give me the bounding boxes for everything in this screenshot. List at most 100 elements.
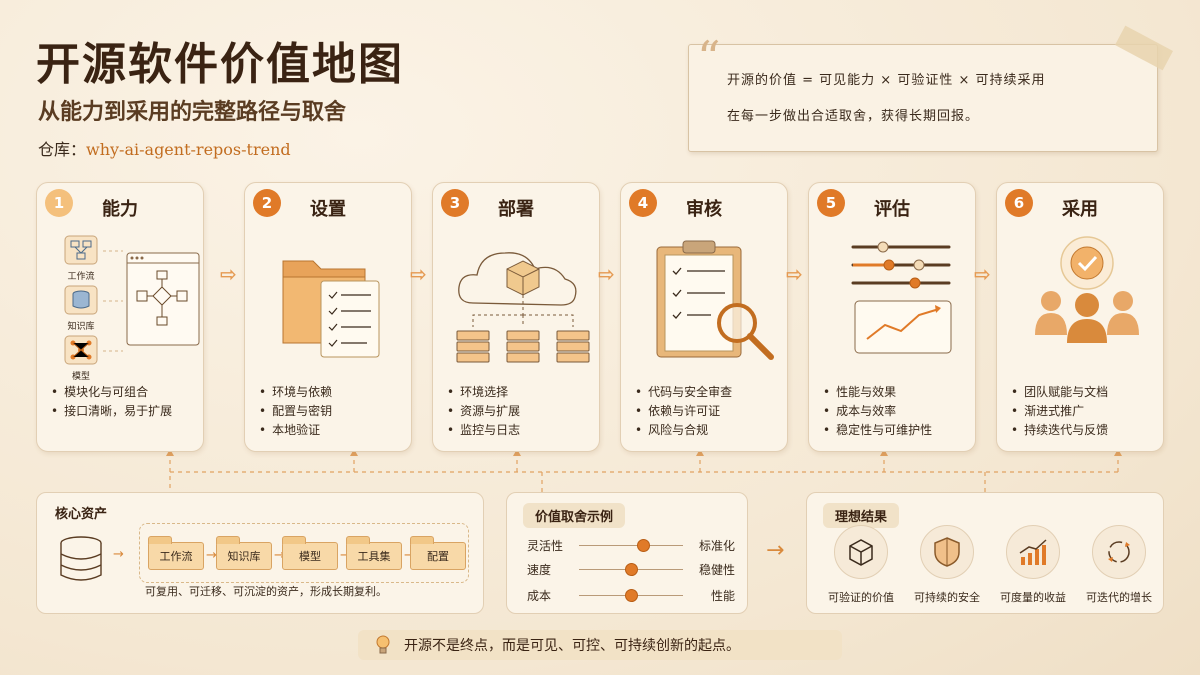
database-icon xyxy=(64,285,98,315)
stage-review: 4 审核 代码与安全审查 依赖与许可证 风险与合规 xyxy=(620,182,788,452)
stage-title: 审核 xyxy=(686,199,722,220)
team-check-icon xyxy=(1035,236,1139,343)
footer-text: 开源不是终点，而是可见、可控、可持续创新的起点。 xyxy=(404,638,740,654)
bullet: 环境选择 xyxy=(447,383,593,402)
knowledge-tool: 知识库 xyxy=(61,285,101,332)
bullet: 风险与合规 xyxy=(635,421,781,440)
asset-folder: 配置 xyxy=(410,536,466,570)
bullet: 持续迭代与反馈 xyxy=(1011,421,1157,440)
setup-illustration xyxy=(255,227,401,377)
flow-arrow-icon: ⇨ xyxy=(974,262,991,286)
bullet: 资源与扩展 xyxy=(447,402,593,421)
tradeoffs-title: 价值取舍示例 xyxy=(523,503,626,528)
model-tool: 模型 xyxy=(61,335,101,382)
repo-label: 仓库： xyxy=(38,140,87,159)
stage-title: 能力 xyxy=(102,199,138,220)
workflow-tool: 工作流 xyxy=(61,235,101,282)
workflow-label: 工作流 xyxy=(67,272,95,282)
tradeoff-marker xyxy=(624,589,638,602)
workflow-icon xyxy=(64,235,98,265)
bullet: 模块化与可组合 xyxy=(51,383,197,402)
stage-bullets: 团队赋能与文档 渐进式推广 持续迭代与反馈 xyxy=(1011,383,1157,440)
stage-title: 设置 xyxy=(310,199,346,220)
cloud-servers-icon xyxy=(456,252,590,363)
outcomes-title: 理想结果 xyxy=(823,503,900,528)
stage-number: 2 xyxy=(253,189,281,217)
outcome-item: 可持续的安全 xyxy=(905,525,989,605)
bullet: 渐进式推广 xyxy=(1011,402,1157,421)
tradeoff-left: 成本 xyxy=(527,589,552,603)
cycle-icon xyxy=(1092,525,1146,579)
stage-deploy: 3 部署 环境选择 资源与扩展 监控与日志 xyxy=(432,182,600,452)
outcome-label: 可验证的价值 xyxy=(828,591,894,604)
outcome-item: 可迭代的增长 xyxy=(1077,525,1161,605)
clipboard-magnifier-icon xyxy=(656,240,774,360)
arrow-icon: → xyxy=(274,548,285,563)
tradeoff-row: 灵活性 标准化 xyxy=(527,535,735,555)
tradeoff-row: 成本 性能 xyxy=(527,585,735,605)
lightbulb-icon xyxy=(376,635,390,654)
arrow-icon: → xyxy=(113,547,124,562)
tradeoff-right: 稳健性 xyxy=(698,563,735,577)
bullet: 稳定性与可维护性 xyxy=(823,421,969,440)
arrow-icon: → xyxy=(404,548,415,563)
arrow-icon: → xyxy=(206,548,217,563)
tradeoff-left: 灵活性 xyxy=(527,539,564,553)
cube-icon xyxy=(834,525,888,579)
stage-evaluate: 5 评估 性能与效果 成本与效率 稳定性与可维护性 xyxy=(808,182,976,452)
footer-banner: 开源不是终点，而是可见、可控、可持续创新的起点。 xyxy=(358,630,842,660)
bullet: 代码与安全审查 xyxy=(635,383,781,402)
tradeoff-row: 速度 稳健性 xyxy=(527,559,735,579)
asset-folders: 工作流 → 知识库 → 模型 → 工具集 → 配置 xyxy=(139,523,469,583)
stage-title: 评估 xyxy=(874,199,910,220)
stage-capability: 1 能力 工作流 知识库 模型 模块化与可组合 接口清晰，易于扩 xyxy=(36,182,204,452)
repo-link[interactable]: why-ai-agent-repos-trend xyxy=(86,140,291,159)
arrow-icon: → xyxy=(340,548,351,563)
tradeoffs-panel: 价值取舍示例 灵活性 标准化 速度 稳健性 成本 性能 xyxy=(506,492,748,614)
page-subtitle: 从能力到采用的完整路径与取舍 xyxy=(38,99,347,125)
result-arrow-icon: → xyxy=(766,538,785,563)
tradeoff-right: 标准化 xyxy=(698,539,735,553)
stage-bullets: 模块化与可组合 接口清晰，易于扩展 xyxy=(51,383,197,421)
outcome-item: 可验证的价值 xyxy=(819,525,903,605)
bullet: 团队赋能与文档 xyxy=(1011,383,1157,402)
capability-illustration: 工作流 知识库 模型 xyxy=(47,227,200,382)
stage-bullets: 性能与效果 成本与效率 稳定性与可维护性 xyxy=(823,383,969,440)
asset-folder: 工具集 xyxy=(346,536,402,570)
quote-line-2: 在每一步做出合适取舍，获得长期回报。 xyxy=(727,109,980,124)
bullet: 性能与效果 xyxy=(823,383,969,402)
flow-arrow-icon: ⇨ xyxy=(410,262,427,286)
stage-setup: 2 设置 环境与依赖 配置与密钥 本地验证 xyxy=(244,182,412,452)
flow-arrow-icon: ⇨ xyxy=(786,262,803,286)
flow-arrow-icon: ⇨ xyxy=(220,262,237,286)
core-assets-panel: 核心资产 → 工作流 → 知识库 → 模型 → 工具集 → 配置 可复用、可迁移… xyxy=(36,492,484,614)
deploy-illustration xyxy=(443,227,590,377)
folder-checklist-icon xyxy=(282,260,380,358)
review-illustration xyxy=(631,227,777,377)
stage-bullets: 环境选择 资源与扩展 监控与日志 xyxy=(447,383,593,440)
bullet: 接口清晰，易于扩展 xyxy=(51,402,197,421)
stage-number: 3 xyxy=(441,189,469,217)
tradeoff-left: 速度 xyxy=(527,563,552,577)
evaluate-illustration xyxy=(819,227,965,377)
outcome-label: 可迭代的增长 xyxy=(1086,591,1152,604)
page-title: 开源软件价值地图 xyxy=(36,39,404,90)
bullet: 配置与密钥 xyxy=(259,402,405,421)
tradeoff-track xyxy=(579,545,683,546)
stage-title: 部署 xyxy=(498,199,534,220)
tradeoff-right: 性能 xyxy=(710,589,735,603)
network-icon xyxy=(64,335,98,365)
stage-bullets: 环境与依赖 配置与密钥 本地验证 xyxy=(259,383,405,440)
tradeoff-marker xyxy=(624,563,638,576)
model-label: 模型 xyxy=(71,372,90,382)
stage-title: 采用 xyxy=(1062,199,1098,220)
composition-window xyxy=(103,250,200,352)
flow-arrow-icon: ⇨ xyxy=(598,262,615,286)
bullet: 监控与日志 xyxy=(447,421,593,440)
database-icon xyxy=(60,536,102,581)
stage-number: 1 xyxy=(45,189,73,217)
quote-line-1: 开源的价值 = 可见能力 × 可验证性 × 可持续采用 xyxy=(727,73,1046,88)
bullet: 环境与依赖 xyxy=(259,383,405,402)
sliders-chart-icon xyxy=(851,241,952,354)
